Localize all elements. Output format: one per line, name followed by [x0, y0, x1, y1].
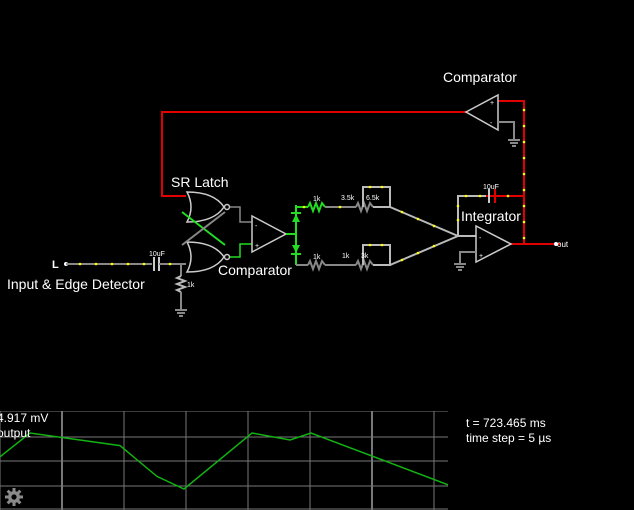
sr-latch-label: SR Latch: [171, 174, 229, 190]
output-terminal[interactable]: [554, 242, 558, 246]
diode-pair[interactable]: [291, 205, 301, 265]
scope-value: 4.917 mV: [0, 411, 49, 425]
r-bot2-label: 1k: [342, 253, 350, 260]
input-edge-detector-label: Input & Edge Detector: [7, 276, 145, 292]
scope-grid: [0, 411, 448, 510]
top-resistor-chain[interactable]: [296, 186, 459, 237]
svg-text:+: +: [490, 100, 494, 107]
sim-timestep: time step = 5 µs: [466, 431, 552, 445]
svg-text:-: -: [479, 235, 482, 242]
scope-trace: [0, 432, 448, 490]
current-dots: [78, 108, 526, 266]
comparator-mid-label: Comparator: [218, 262, 292, 278]
r-bot3-label: 3k: [361, 253, 369, 260]
c-input-label: 10uF: [149, 251, 165, 258]
scope-channel-label: output: [0, 426, 31, 440]
integrator-opamp[interactable]: - +: [454, 189, 513, 271]
comparator-top-opamp[interactable]: + -: [464, 93, 520, 147]
c-integrator-label: 10uF: [483, 184, 499, 191]
input-logic-label[interactable]: L: [52, 259, 59, 271]
output-label: out: [557, 240, 569, 249]
svg-text:-: -: [255, 223, 258, 230]
svg-text:-: -: [490, 120, 493, 127]
r-input-label: 1k: [187, 282, 195, 289]
r-bot1-label: 1k: [313, 254, 321, 261]
r-top3-label: 6.5k: [366, 195, 380, 202]
svg-text:+: +: [479, 253, 483, 260]
svg-text:+: +: [255, 243, 259, 250]
sim-time: t = 723.465 ms: [466, 416, 546, 430]
integrator-label: Integrator: [461, 208, 521, 224]
r-top1-label: 1k: [313, 196, 321, 203]
comparator-top-label: Comparator: [443, 69, 517, 85]
sr-latch[interactable]: [181, 191, 252, 273]
circuit-canvas[interactable]: + - - +: [0, 0, 634, 410]
r-top2-label: 3.5k: [341, 195, 355, 202]
scope-panel[interactable]: [0, 411, 448, 510]
comparator-mid-opamp[interactable]: - +: [251, 214, 296, 254]
bottom-resistor-chain[interactable]: [296, 235, 459, 272]
gear-icon[interactable]: [4, 487, 24, 507]
